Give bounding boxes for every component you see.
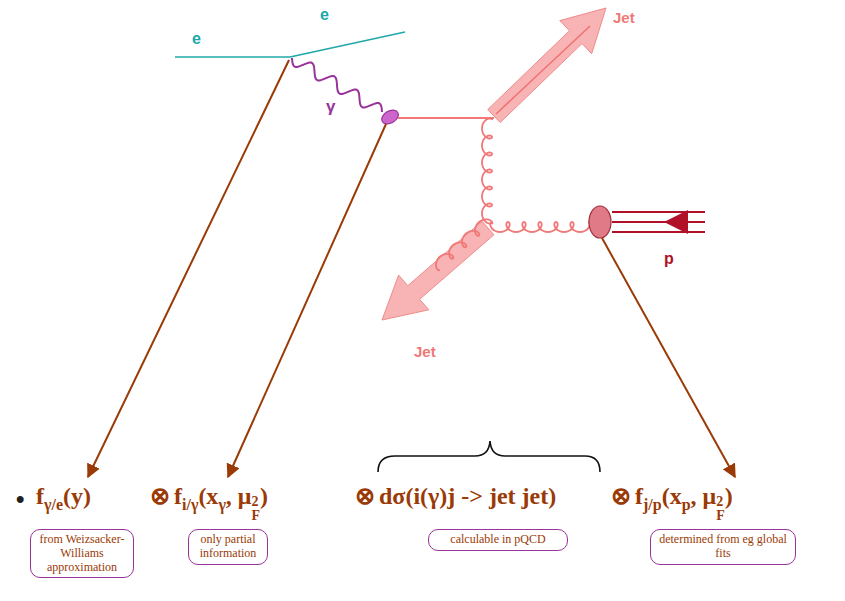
proton-line (612, 231, 705, 233)
diagram-label: Jet (613, 10, 635, 27)
diagram-label: e (192, 30, 201, 48)
formula-part: ⊗ (611, 482, 631, 511)
formula-part: 2 (251, 495, 258, 509)
electron-line (175, 56, 290, 58)
formula-part: ) (260, 482, 268, 511)
callout-text: only partial information (194, 533, 262, 561)
formula-part: ⊗ (355, 482, 375, 511)
proton-line (612, 211, 705, 213)
formula-part: , μ (691, 482, 717, 511)
formula-part: f (174, 482, 182, 511)
pointer-arrow (88, 60, 289, 477)
formula-part: f (36, 482, 44, 511)
photon-line (292, 58, 382, 112)
formula-part: f (635, 482, 643, 511)
formula-term: ⊗ (150, 482, 170, 511)
brace (378, 441, 600, 472)
formula-part: , μ (226, 482, 252, 511)
formula-part: F (251, 509, 260, 523)
callout-box: from Weizsacker-Williams approximation (30, 529, 134, 578)
pointer-arrow (228, 124, 386, 477)
electron-line (290, 32, 405, 57)
formula-part: (x (198, 482, 218, 511)
proton-line (612, 221, 705, 223)
proton-arrowhead (664, 210, 688, 234)
gluon-line (490, 222, 589, 232)
formula-part: (x (662, 482, 682, 511)
formula-term: fj/p(xp, μF2) (635, 482, 733, 521)
quark-line (398, 117, 494, 119)
formula-part: p (682, 495, 691, 514)
diagram-label: p (664, 250, 674, 268)
diagram-label: • (16, 486, 24, 512)
callout-text: determined from eg global fits (656, 533, 790, 561)
callout-text: from Weizsacker-Williams approximation (36, 533, 128, 574)
formula-part: ) (725, 482, 733, 511)
photon-blob (379, 107, 401, 126)
proton-blob (589, 206, 611, 238)
callout-box: determined from eg global fits (650, 529, 796, 565)
formula-part: dσ(i(γ)j -> jet jet) (379, 482, 556, 511)
formula-part: ⊗ (150, 482, 170, 511)
index-stack: F2 (716, 495, 725, 523)
jet-line (496, 26, 590, 114)
diagram-label: Jet (414, 344, 436, 361)
formula-term: ⊗ (611, 482, 631, 511)
callout-text: calculable in pQCD (434, 533, 562, 547)
index-stack: F2 (251, 495, 260, 523)
formula-part: 2 (716, 495, 723, 509)
formula-part: γ/e (44, 495, 63, 514)
pointer-arrow (602, 238, 735, 477)
formula-term: ⊗ (355, 482, 375, 511)
diagram-label: γ (326, 98, 335, 117)
formula-term: fγ/e(y) (36, 482, 91, 511)
gluon-line (436, 219, 492, 270)
formula-part: i/γ (182, 495, 198, 514)
formula-term: dσ(i(γ)j -> jet jet) (379, 482, 556, 511)
formula-part: j/p (643, 495, 662, 514)
callout-box: calculable in pQCD (428, 529, 568, 551)
diagram-label: e (320, 6, 329, 24)
callout-box: only partial information (188, 529, 268, 565)
jet-arrow (488, 8, 606, 123)
gluon-line (482, 118, 492, 223)
formula-part: γ (218, 495, 225, 514)
formula-part: (y) (63, 482, 91, 511)
formula-part: F (716, 509, 725, 523)
formula-term: fi/γ(xγ, μF2) (174, 482, 268, 521)
